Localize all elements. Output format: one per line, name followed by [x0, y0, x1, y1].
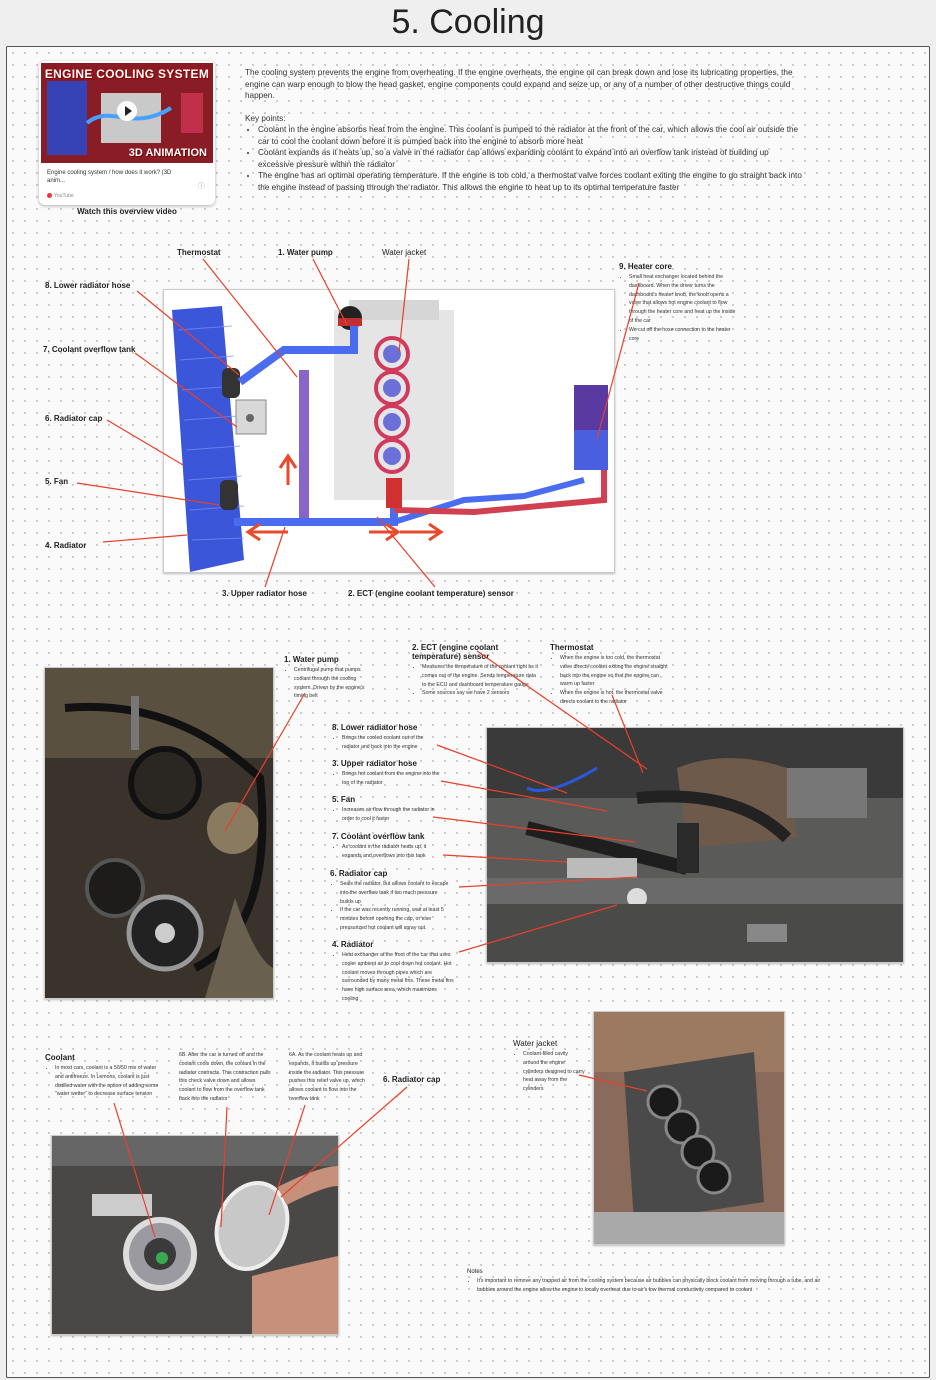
lower-hose-annotation: 8. Lower radiator hose Brings the cooled…	[332, 723, 442, 752]
key-points-list: Coolant in the engine absorbs heat from …	[245, 124, 805, 193]
video-source: YouTube	[47, 193, 74, 199]
key-point: The engine has an optimal operating temp…	[258, 170, 805, 193]
water-pump-photo[interactable]	[44, 667, 274, 999]
heater-core-annotation: 9. Heater core Small heat exchanger loca…	[619, 262, 739, 343]
video-thumb-title: ENGINE COOLING SYSTEM	[44, 67, 210, 81]
info-icon[interactable]: ⓘ	[198, 183, 205, 190]
radiator-annotation: 4. Radiator Heat exchanger at the front …	[332, 940, 454, 1004]
diagram-label-lower-hose: 8. Lower radiator hose	[45, 281, 131, 290]
water-pump-title: 1. Water pump	[284, 655, 339, 664]
cooling-diagram-image[interactable]	[163, 289, 615, 573]
water-pump-point: Centrifugal pump that pumps coolant thro…	[294, 666, 366, 701]
cap-photo-title: 6. Radiator cap	[383, 1075, 441, 1084]
intro-text: The cooling system prevents the engine f…	[245, 67, 805, 193]
thermostat-title: Thermostat	[550, 643, 594, 652]
coolant-title: Coolant	[45, 1053, 75, 1062]
coolant-point: In most cars, coolant is a 50/50 mix of …	[55, 1064, 165, 1099]
key-points-label: Key points:	[245, 113, 286, 123]
video-caption: Watch this overview video	[77, 207, 177, 216]
overflow-annotation: 7. Coolant overflow tank As coolant in t…	[332, 832, 442, 861]
video-thumbnail[interactable]: ENGINE COOLING SYSTEM 3D ANIMATION	[41, 63, 213, 163]
upper-hose-point: Brings hot coolant from the engine into …	[342, 770, 442, 788]
water-pump-annotation: 1. Water pump Centrifugal pump that pump…	[284, 655, 366, 701]
diagram-label-water-pump: 1. Water pump	[278, 248, 333, 257]
upper-hose-title: 3. Upper radiator hose	[332, 759, 417, 768]
diagram-label-thermostat: Thermostat	[177, 248, 221, 257]
intro-paragraph: The cooling system prevents the engine f…	[245, 68, 793, 100]
overflow-point: As coolant in the radiator heats up, it …	[342, 843, 442, 861]
video-thumb-sub: 3D ANIMATION	[128, 147, 207, 159]
video-card[interactable]: ENGINE COOLING SYSTEM 3D ANIMATION Engin…	[39, 61, 215, 205]
diagram-label-upper-hose: 3. Upper radiator hose	[222, 589, 307, 598]
cap-annotation: 6. Radiator cap Seals the radiator, but …	[330, 869, 452, 933]
fan-annotation: 5. Fan Increases air flow through the ra…	[332, 795, 436, 824]
play-icon[interactable]	[117, 101, 137, 121]
heater-core-point: We cut off the hose connection to the he…	[629, 326, 739, 344]
cap-point: If the car was recently running, wait at…	[340, 906, 452, 932]
thermostat-point: When the engine is too cold, the thermos…	[560, 654, 672, 689]
heater-core-title: 9. Heater core	[619, 262, 672, 271]
fan-point: Increases air flow through the radiator …	[342, 806, 436, 824]
diagram-label-ect: 2. ECT (engine coolant temperature) sens…	[348, 589, 514, 598]
diagram-label-fan: 5. Fan	[45, 477, 69, 486]
notes-annotation: Notes It's important to remove any trapp…	[467, 1269, 839, 1295]
key-point: Coolant expands as it heats up, so a val…	[258, 147, 805, 170]
key-point: Coolant in the engine absorbs heat from …	[258, 124, 805, 147]
cap-6a-annotation: 6A. As the coolant heats up and expands,…	[289, 1052, 365, 1102]
cap-point: Seals the radiator, but allows coolant t…	[340, 880, 452, 906]
ect-point: Measures the temperature of the coolant …	[422, 663, 538, 689]
video-title[interactable]: Engine cooling system / how does it work…	[47, 170, 172, 184]
thermostat-point: When the engine is hot, the thermostat v…	[560, 689, 672, 707]
notes-title: Notes	[467, 1269, 483, 1275]
diagram-label-radiator-cap: 6. Radiator cap	[45, 414, 103, 423]
thermostat-annotation: Thermostat When the engine is too cold, …	[550, 643, 672, 707]
page-title: 5. Cooling	[391, 3, 545, 41]
diagram-label-overflow-tank: 7. Coolant overflow tank	[43, 345, 136, 354]
fan-title: 5. Fan	[332, 795, 356, 804]
diagram-label-water-jacket: Water jacket	[382, 248, 427, 257]
water-jacket-title: Water jacket	[513, 1039, 558, 1048]
cap-6b-annotation: 6B. After the car is turned off and the …	[179, 1052, 271, 1102]
lower-hose-point: Brings the cooled coolant out of the rad…	[342, 734, 442, 752]
water-jacket-point: Coolant-filled cavity around the engine …	[523, 1050, 585, 1094]
water-jacket-annotation: Water jacket Coolant-filled cavity aroun…	[513, 1039, 585, 1094]
notes-point: It's important to remove any trapped air…	[477, 1277, 839, 1295]
ect-point: Some sources say we have 2 sensors	[422, 689, 538, 698]
cap-title: 6. Radiator cap	[330, 869, 388, 878]
ect-annotation: 2. ECT (engine coolant temperature) sens…	[412, 643, 538, 698]
overflow-title: 7. Coolant overflow tank	[332, 832, 425, 841]
lower-hose-title: 8. Lower radiator hose	[332, 723, 418, 732]
radiator-cap-photo[interactable]	[51, 1135, 339, 1335]
heater-core-point: Small heat exchanger located behind the …	[629, 273, 739, 326]
coolant-annotation: Coolant In most cars, coolant is a 50/50…	[45, 1053, 165, 1099]
radiator-point: Heat exchanger at the front of the car t…	[342, 951, 454, 1004]
engine-bay-photo[interactable]	[486, 727, 904, 963]
canvas-board[interactable]: ENGINE COOLING SYSTEM 3D ANIMATION Engin…	[6, 46, 930, 1378]
water-jacket-photo[interactable]	[593, 1011, 785, 1245]
diagram-label-radiator: 4. Radiator	[45, 541, 87, 550]
upper-hose-annotation: 3. Upper radiator hose Brings hot coolan…	[332, 759, 442, 788]
ect-title: 2. ECT (engine coolant temperature) sens…	[412, 643, 499, 661]
radiator-title: 4. Radiator	[332, 940, 374, 949]
